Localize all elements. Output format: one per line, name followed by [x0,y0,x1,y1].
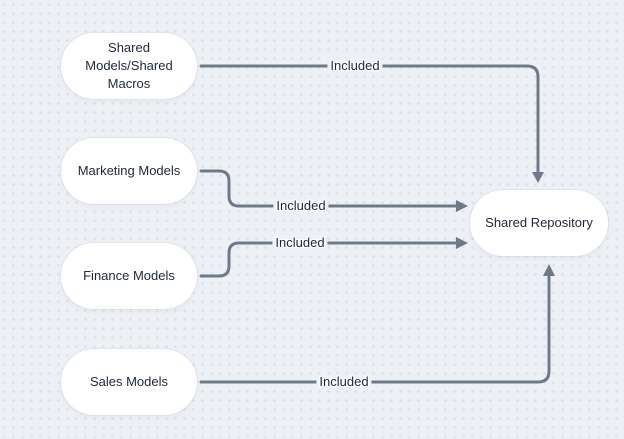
node-label: Shared Models/Shared Macros [85,40,173,91]
edge-label-included-shared-models: Included [327,58,383,74]
arrowhead-up-icon [543,264,555,276]
node-shared-models-shared-macros: Shared Models/Shared Macros [61,33,197,99]
node-shared-repository: Shared Repository [470,190,608,256]
edge-finance-to-repository [199,241,458,278]
edge-shared-models-to-repository [199,64,540,174]
arrowhead-down-icon [532,172,544,183]
node-marketing-models: Marketing Models [61,138,197,204]
edge-sales-to-repository [199,274,551,384]
arrowhead-right-icon [456,200,468,212]
node-label: Sales Models [89,374,169,389]
edge-label-included-finance: Included [272,235,328,251]
node-label: Shared Repository [485,215,593,230]
edge-label-included-sales: Included [316,374,372,390]
node-finance-models: Finance Models [61,243,197,309]
edge-label-included-marketing: Included [273,198,329,214]
node-label: Marketing Models [77,163,181,178]
arrowhead-right-icon [456,237,468,249]
node-label: Finance Models [83,268,175,283]
node-sales-models: Sales Models [61,349,197,415]
edge-marketing-to-repository [199,169,458,208]
